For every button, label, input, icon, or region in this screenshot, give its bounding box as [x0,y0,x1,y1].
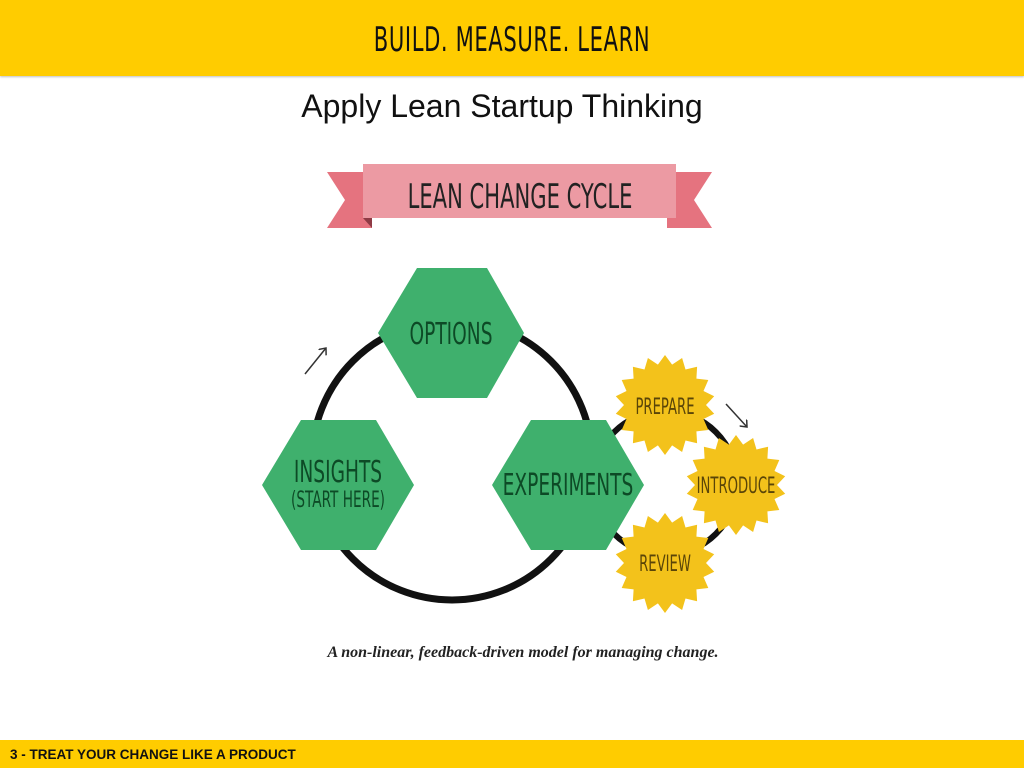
options-hexagon: OPTIONS [378,268,524,398]
header-title: BUILD. MEASURE. LEARN [373,20,651,60]
banner-tail-left [327,172,372,228]
banner-tail-right [667,172,712,228]
cycle-arrow-icon [304,348,326,375]
banner-title: LEAN CHANGE CYCLE [408,177,633,217]
footer-text: 3 - TREAT YOUR CHANGE LIKE A PRODUCT [10,746,296,762]
prepare-burst-shape [615,355,715,455]
review-burst: REVIEW [615,513,715,613]
introduce-burst: INTRODUCE [686,435,786,535]
banner-body [363,164,676,218]
banner-fold-left [363,218,372,228]
insights-hexagon: INSIGHTS (START HERE) [262,420,414,550]
feedback-arrow-icon [725,403,747,427]
options-label: OPTIONS [410,316,493,351]
footer-bar: 3 - TREAT YOUR CHANGE LIKE A PRODUCT [0,740,1024,768]
insights-label: INSIGHTS [294,454,382,489]
prepare-burst: PREPARE [615,355,715,455]
experiments-hexagon: EXPERIMENTS [492,420,644,550]
diagram-caption: A non-linear, feedback-driven model for … [327,644,719,661]
lean-change-cycle-diagram: LEAN CHANGE CYCLE OPTIONS INSIGHTS (STAR… [262,164,786,613]
review-label: REVIEW [639,552,691,577]
banner-ribbon: LEAN CHANGE CYCLE [327,164,712,228]
insights-note: (START HERE) [291,488,385,513]
prepare-label: PREPARE [635,395,694,420]
slide-subtitle: Apply Lean Startup Thinking [301,88,703,124]
introduce-burst-shape [686,435,786,535]
review-burst-shape [615,513,715,613]
header-bar: BUILD. MEASURE. LEARN [0,0,1024,76]
experiments-label: EXPERIMENTS [503,467,634,502]
introduce-label: INTRODUCE [697,474,776,499]
